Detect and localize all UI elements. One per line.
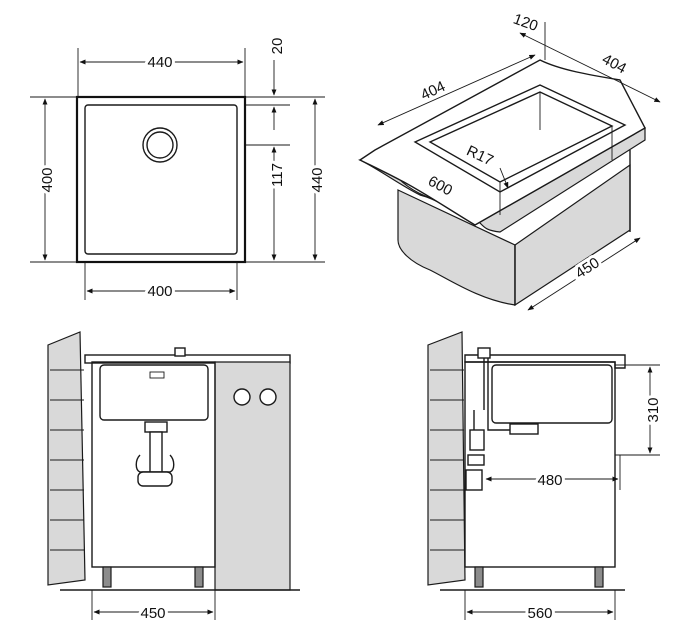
front-view: 450 bbox=[47, 331, 300, 625]
cabinet-left-face bbox=[397, 189, 516, 306]
sink-outer-outline bbox=[75, 95, 247, 264]
cabinet-leg bbox=[102, 566, 112, 588]
siphon-trap bbox=[135, 421, 175, 487]
dim-bowl-height: 310 bbox=[645, 397, 662, 422]
side-view: 310 480 560 bbox=[427, 331, 665, 625]
top-view: 440 400 400 20 117 440 bbox=[30, 38, 329, 303]
adjacent-cabinet bbox=[214, 361, 291, 591]
power-socket-1 bbox=[233, 388, 251, 406]
drain-icon bbox=[142, 127, 178, 163]
dim-inner-width: 400 bbox=[147, 283, 172, 300]
dim-rim: 20 bbox=[269, 38, 286, 55]
power-socket-2 bbox=[259, 388, 277, 406]
side-sink-bowl bbox=[491, 364, 613, 424]
brick-wall-right bbox=[427, 331, 466, 586]
cabinet-leg bbox=[194, 566, 204, 588]
dim-bowl-width: 404 bbox=[599, 51, 629, 78]
dim-outer-width: 440 bbox=[147, 54, 172, 71]
dim-side-cabinet-width: 560 bbox=[527, 605, 552, 622]
tap-connector bbox=[174, 347, 186, 357]
side-cabinet bbox=[464, 361, 616, 568]
dim-bowl-length: 404 bbox=[418, 78, 448, 104]
dim-depth: 120 bbox=[511, 11, 540, 36]
sink-bowl-outline bbox=[84, 104, 238, 255]
brick-wall-left bbox=[47, 331, 86, 586]
cabinet-leg bbox=[594, 566, 604, 588]
side-drain-assembly bbox=[465, 410, 539, 491]
base-cabinet bbox=[91, 361, 216, 568]
iso-view: 404 404 120 R17 600 450 bbox=[358, 11, 661, 311]
dim-drain-offset: 117 bbox=[269, 163, 286, 187]
sink-bowl bbox=[99, 364, 209, 421]
dim-drain-distance: 480 bbox=[537, 472, 562, 489]
dim-outer-height: 400 bbox=[39, 167, 56, 192]
dim-front-cabinet-width: 450 bbox=[140, 605, 165, 622]
dim-right-height: 440 bbox=[309, 167, 326, 192]
cabinet-leg bbox=[474, 566, 484, 588]
